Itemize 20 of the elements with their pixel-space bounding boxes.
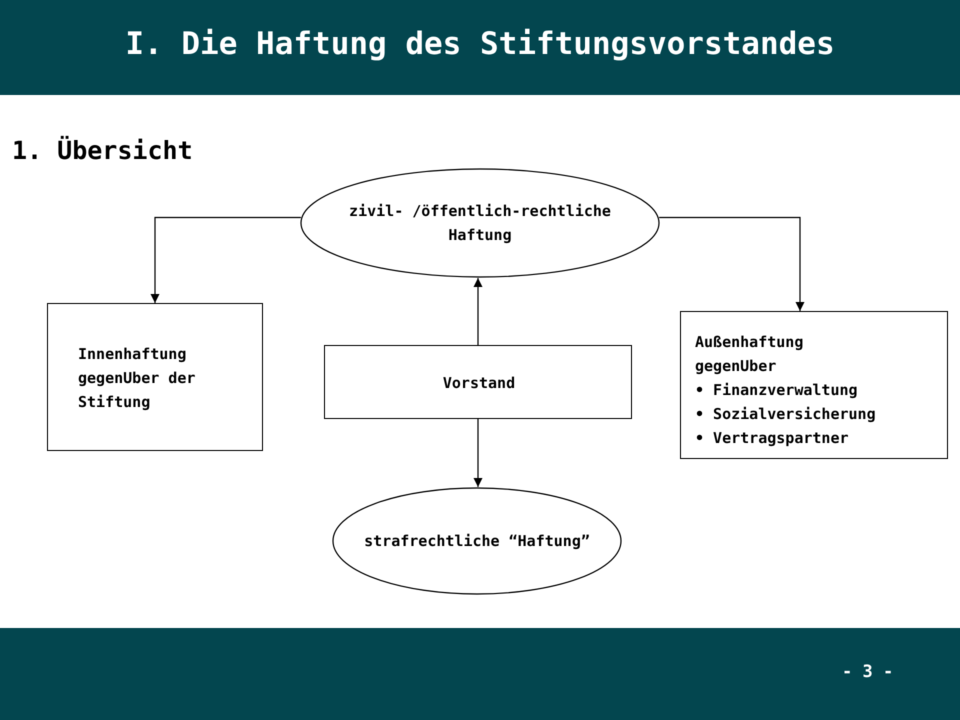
bullet-item: • Vertragspartner [695, 428, 850, 449]
liability-box [47, 303, 263, 451]
node-label: strafrechtliche “Haftung” [363, 531, 591, 552]
connector-arrow [150, 216, 301, 303]
liability-ellipse [300, 168, 660, 278]
section-heading: 1. Übersicht [12, 136, 193, 165]
board-box [324, 345, 632, 419]
liability-ellipse [332, 487, 622, 595]
bullet-item: • Finanzverwaltung [695, 380, 859, 401]
node-label: Innenhaftung gegenUber der Stiftung [77, 344, 196, 413]
connector-arrow [659, 216, 804, 311]
node-label: Vorstand [442, 373, 516, 394]
slide-title: I. Die Haftung des Stiftungsvorstandes [124, 26, 836, 62]
page-number: - 3 - [842, 662, 894, 682]
node-label: zivil- /öffentlich-rechtliche Haftung [348, 201, 612, 246]
box-heading: Außenhaftung gegenUber [695, 332, 804, 377]
connector-arrow [474, 419, 482, 487]
connector-arrow [474, 278, 482, 345]
liability-box [680, 311, 948, 459]
bullet-item: • Sozialversicherung [695, 404, 876, 425]
